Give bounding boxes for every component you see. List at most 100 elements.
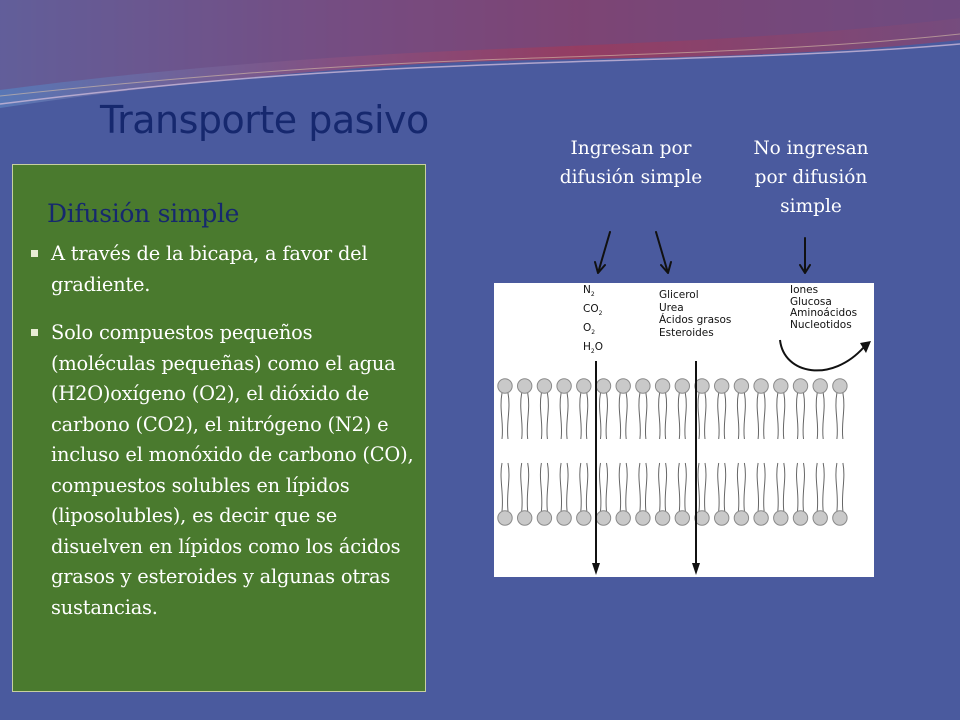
lipid-tail: [782, 462, 786, 512]
lipid-tail: [677, 392, 681, 440]
no-enter-label: No ingresan por difusión simple: [753, 138, 869, 217]
lipid-tail: [644, 462, 648, 512]
lipid-tail: [579, 392, 582, 440]
lipid-head: [654, 378, 671, 394]
lipid-head: [674, 378, 691, 394]
lipid-tail: [736, 462, 740, 512]
lipid-tail: [507, 462, 510, 512]
lipid-head: [576, 378, 592, 394]
molecule-label: Ácidos grasos: [659, 314, 732, 326]
lipid-tail: [618, 462, 622, 512]
lipid-tail: [822, 462, 825, 512]
lipid-tail: [566, 462, 569, 512]
lipid-tail: [717, 462, 720, 512]
lipid-tail: [559, 392, 563, 440]
bullet-text: Solo compuestos pequeños (moléculas pequ…: [51, 321, 414, 619]
lipid-tail: [717, 392, 720, 440]
lipid-head: [773, 510, 789, 526]
lipid-tail: [736, 392, 740, 440]
lipid-head: [615, 510, 631, 526]
lipid-tail: [841, 392, 845, 440]
blocked-arrow: [779, 339, 865, 372]
lipid-tail: [802, 392, 805, 440]
lipid-tail: [664, 392, 668, 440]
lipid-tail: [599, 392, 602, 440]
lipid-tail: [526, 392, 530, 440]
lipid-tail: [723, 392, 727, 440]
molecule-label: O2: [583, 322, 596, 337]
lipid-head: [694, 510, 710, 526]
lipid-head: [497, 510, 513, 526]
lipid-tail: [815, 462, 819, 512]
lipid-tail: [585, 392, 589, 440]
lipid-tail: [835, 392, 838, 440]
lipid-head: [733, 510, 750, 526]
lipid-tail: [796, 462, 799, 512]
lipid-head: [694, 378, 710, 394]
lipid-tail: [841, 462, 845, 512]
decorative-wave-header: [0, 0, 960, 108]
lipid-head: [753, 510, 769, 526]
lipid-head: [753, 378, 769, 394]
lipid-head: [556, 510, 572, 526]
lipid-tail: [500, 392, 503, 440]
diffusion-arrow-head: [592, 563, 600, 575]
lipid-head: [635, 510, 651, 526]
lipid-tail: [507, 392, 510, 440]
lipid-tail: [658, 462, 661, 512]
lipid-head: [714, 378, 730, 394]
lipid-head: [595, 510, 612, 526]
lipid-tail: [763, 462, 766, 512]
lipid-tail: [618, 392, 622, 440]
molecule-label: Glucosa: [790, 295, 832, 308]
lipid-tail: [644, 392, 648, 440]
lipid-tail: [796, 392, 799, 440]
arrow-down-icon: [655, 231, 672, 274]
square-bullet-icon: [31, 250, 38, 257]
pointer-arrows: [594, 231, 811, 274]
lipid-tail: [566, 392, 569, 440]
lipid-head: [812, 378, 828, 394]
lipid-tail: [546, 392, 549, 440]
lipid-tail: [638, 462, 641, 512]
lipid-head: [517, 378, 533, 394]
lipid-head: [497, 378, 513, 394]
lipid-tail: [625, 462, 628, 512]
lipid-tail: [763, 392, 766, 440]
square-bullet-icon: [31, 329, 38, 336]
bullet-list: A través de la bicapa, a favor del gradi…: [31, 239, 415, 623]
lipid-tail: [664, 462, 668, 512]
molecule-label: Esteroides: [659, 326, 714, 339]
molecule-label: N2: [583, 284, 595, 299]
blocked-arrow-head: [860, 341, 871, 353]
lipid-tail: [822, 392, 825, 440]
section-subtitle: Difusión simple: [47, 199, 240, 228]
diffusion-arrow-head: [692, 563, 700, 575]
lipid-tail: [605, 392, 608, 440]
arrow-down-icon: [799, 237, 811, 274]
molecule-label: CO2: [583, 303, 603, 318]
lipid-head: [536, 510, 553, 526]
lipid-tail: [599, 462, 602, 512]
lipid-tail: [539, 462, 543, 512]
lipid-tail: [743, 392, 746, 440]
lipid-head: [733, 378, 750, 394]
lipid-tail: [559, 462, 563, 512]
lipid-tail: [802, 462, 805, 512]
lipid-head: [832, 510, 848, 526]
lipid-tail: [605, 462, 608, 512]
lipid-tail: [625, 392, 628, 440]
lipid-head: [576, 510, 592, 526]
lipid-head: [635, 378, 651, 394]
lipid-tail: [520, 392, 523, 440]
lipid-tail: [704, 462, 707, 512]
lipid-tail: [756, 392, 760, 440]
lipid-head: [832, 378, 848, 394]
molecule-label: H2O: [583, 341, 603, 356]
lipid-head: [595, 378, 612, 394]
lipid-bilayer-illustration: [497, 339, 871, 575]
molecule-label: Iones: [790, 284, 819, 296]
lipid-tail: [723, 462, 727, 512]
lipid-tail: [539, 392, 543, 440]
molecule-label: Urea: [659, 301, 684, 314]
